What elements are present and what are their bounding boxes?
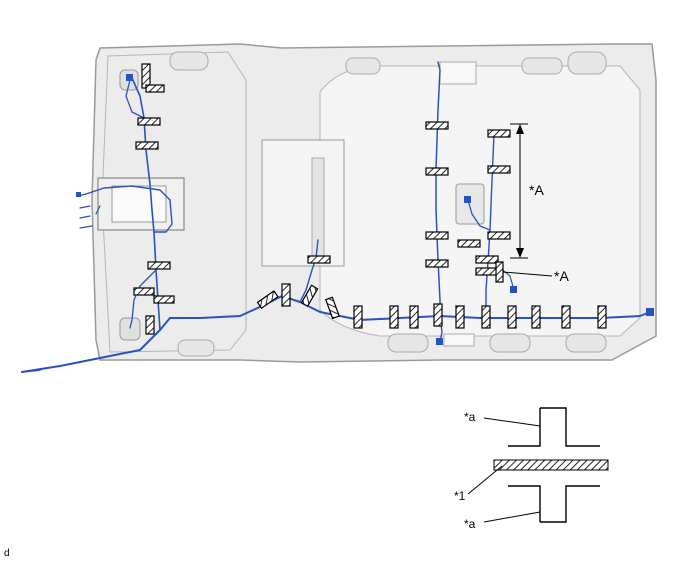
tape-marker [507, 305, 517, 329]
tape-marker [597, 305, 607, 329]
tape-marker [145, 315, 155, 335]
harness-rear-lamp-branch [125, 79, 145, 119]
tape-marker [153, 295, 175, 304]
recess-top-1 [345, 57, 381, 75]
recess-bottom-2 [443, 333, 475, 347]
tape-marker [324, 296, 340, 320]
range-arrow-top [516, 124, 524, 134]
wire-harness-section [493, 459, 609, 471]
tape-marker [495, 261, 504, 283]
tape-marker [307, 255, 331, 264]
harness-front-lead [21, 369, 41, 373]
tape-marker [561, 305, 571, 329]
harness-console-link [467, 199, 491, 231]
tape-edge-top [508, 407, 600, 447]
tape-marker [389, 305, 399, 329]
tape-marker [145, 84, 165, 93]
wire-label: *1 [454, 489, 466, 503]
tape-marker [256, 290, 279, 310]
tape-marker [475, 267, 499, 276]
center-slot [261, 139, 345, 267]
harness-center-branch [299, 239, 319, 303]
harness-console-pigtails [77, 193, 101, 229]
middle-console [455, 183, 485, 225]
tape-markers [133, 63, 607, 335]
tape-marker [409, 305, 419, 329]
roof-headliner [91, 43, 657, 363]
detail-leader-top [483, 417, 541, 427]
tape-label: *A [554, 268, 569, 284]
recess-bottom-5 [177, 339, 215, 357]
tape-marker [487, 129, 511, 138]
recess-bottom-1 [387, 333, 429, 353]
tape-marker [425, 121, 449, 130]
connector-mid [436, 338, 443, 345]
tape-marker [135, 141, 159, 150]
tape-marker [300, 284, 319, 307]
tape-leader-line [502, 271, 553, 277]
tape-marker [425, 167, 449, 176]
connector-rear-lamp [126, 74, 133, 81]
recess-top-2 [439, 61, 477, 85]
tape-marker [353, 305, 363, 329]
detail-leader-wire [467, 465, 503, 495]
recess-top-3 [521, 57, 563, 75]
tape-marker [475, 255, 499, 264]
connectors [76, 74, 654, 345]
tape-marker [481, 305, 491, 329]
recess-top-5 [169, 51, 209, 71]
connector-console [464, 196, 471, 203]
tape-marker [425, 259, 449, 268]
tape-marker [433, 303, 443, 327]
tape-edge-label-bottom: *a [464, 517, 476, 531]
lamp-rear-left [119, 317, 141, 341]
tape-marker [137, 117, 161, 126]
tape-detail-view [467, 407, 609, 523]
connector-pigtail [76, 192, 81, 197]
recess-top-4 [567, 51, 607, 75]
tape-edge-bottom [508, 485, 600, 523]
tape-marker [455, 305, 465, 329]
range-dimension [510, 123, 528, 259]
harness-lamp-branch [129, 269, 157, 329]
overhead-console-inner [111, 185, 167, 223]
tape-edge-label-top: *a [464, 410, 476, 424]
connector-tap [510, 286, 517, 293]
range-arrow-bottom [516, 248, 524, 258]
recess-bottom-3 [489, 333, 531, 353]
drawing-code: d [4, 548, 10, 559]
connector-front [646, 308, 654, 316]
harness-rear-branch [131, 77, 161, 331]
tape-marker [281, 283, 291, 307]
harness-mid-vertical [435, 61, 441, 317]
tape-marker [457, 239, 481, 248]
range-label: *A [529, 182, 544, 198]
tape-marker [147, 261, 171, 270]
tape-marker [133, 287, 155, 296]
recess-bottom-4 [565, 333, 607, 353]
tape-marker [487, 231, 511, 240]
detail-leader-bottom [483, 511, 541, 523]
tape-marker [487, 165, 511, 174]
harness-console-branch [85, 185, 173, 233]
tape-marker [531, 305, 541, 329]
tape-marker [425, 231, 449, 240]
